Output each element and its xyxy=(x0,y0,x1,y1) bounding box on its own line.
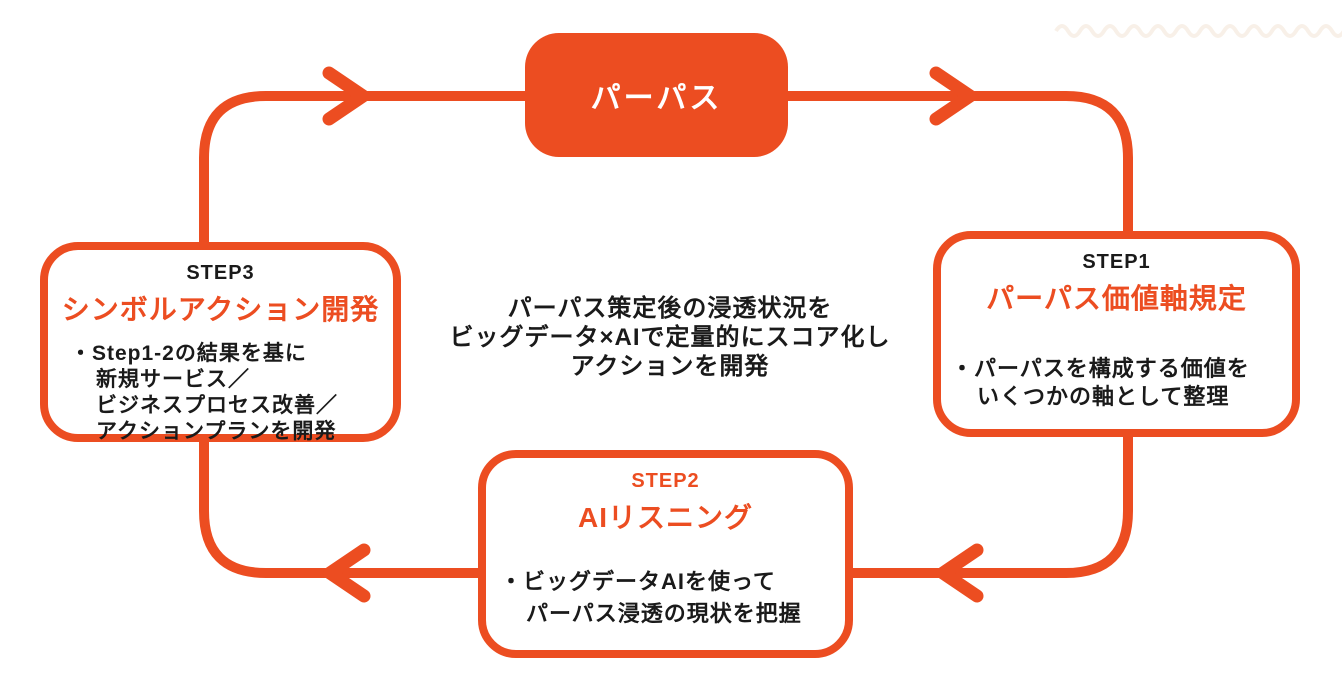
arrowhead-bottom-right-left-icon xyxy=(936,543,984,603)
decorative-wave xyxy=(1054,24,1342,38)
step1-card: STEP1 パーパス価値軸規定 ・パーパスを構成する価値を いくつかの軸として整… xyxy=(933,231,1300,437)
step2-label: STEP2 xyxy=(631,470,700,492)
purpose-label: パーパス xyxy=(590,82,723,115)
cycle-loop-line xyxy=(199,91,1133,578)
step2-bullets: ・ビッグデータAIを使って パーパス浸透の現状を把握 xyxy=(486,566,845,630)
step2-bullet-line: パーパス浸透の現状を把握 xyxy=(526,601,802,626)
step1-label: STEP1 xyxy=(1082,251,1151,273)
step3-card: STEP3 シンボルアクション開発 ・Step1-2の結果を基に 新規サービス／… xyxy=(40,242,401,445)
center-note-line: ビッグデータ×AIで定量的にスコア化し xyxy=(449,324,891,351)
step1-bullet-line: ・パーパスを構成する価値を xyxy=(951,356,1250,381)
arrowhead-top-left-right-icon xyxy=(322,66,370,126)
step2-card: STEP2 AIリスニング ・ビッグデータAIを使って パーパス浸透の現状を把握 xyxy=(478,450,853,658)
step2-title: AIリスニング xyxy=(577,502,753,533)
center-note: パーパス策定後の浸透状況を ビッグデータ×AIで定量的にスコア化し アクションを… xyxy=(402,294,938,381)
step1-bullet-line: いくつかの軸として整理 xyxy=(977,384,1230,409)
center-note-line: パーパス策定後の浸透状況を xyxy=(507,295,833,322)
arrowhead-top-right-right-icon xyxy=(929,66,977,126)
step2-bullet-line: ・ビッグデータAIを使って xyxy=(500,569,776,594)
center-note-line: アクションを開発 xyxy=(570,353,770,380)
step3-bullet-line: ・Step1-2の結果を基に xyxy=(70,342,307,365)
step3-title: シンボルアクション開発 xyxy=(61,294,380,325)
step3-bullets: ・Step1-2の結果を基に 新規サービス／ ビジネスプロセス改善／ アクション… xyxy=(48,341,393,445)
purpose-node: パーパス xyxy=(525,33,788,157)
step3-label: STEP3 xyxy=(186,262,255,284)
step3-bullet-line: 新規サービス／ xyxy=(96,368,250,391)
step1-bullets: ・パーパスを構成する価値を いくつかの軸として整理 xyxy=(941,355,1292,411)
step1-title: パーパス価値軸規定 xyxy=(986,283,1247,314)
arrowhead-bottom-left-left-icon xyxy=(323,543,371,603)
step3-bullet-line: ビジネスプロセス改善／ xyxy=(96,394,338,417)
step3-bullet-line: アクションプランを開発 xyxy=(96,420,337,443)
